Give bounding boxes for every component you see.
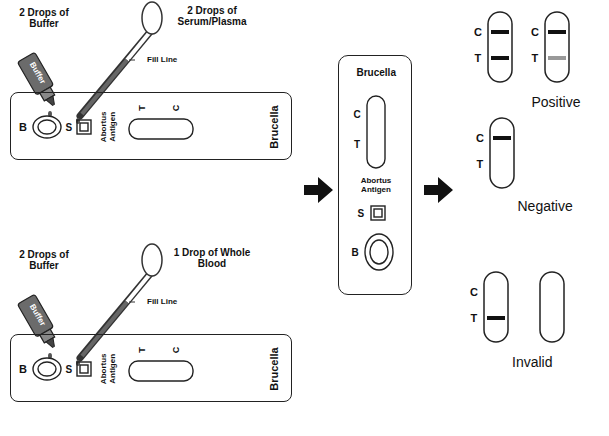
well-label: S	[358, 208, 365, 219]
buffer-bottle	[17, 52, 62, 110]
result-label: Negative	[518, 199, 573, 214]
well-label: B	[352, 247, 359, 258]
instruction-label: 1 Drop of Whole Blood	[166, 247, 258, 269]
result-label: Positive	[532, 95, 581, 110]
line-label: T	[475, 52, 482, 64]
instruction-label: 2 Drops of Serum/Plasma	[166, 5, 258, 27]
flow-arrow	[424, 177, 453, 203]
line-label: C	[354, 109, 361, 120]
result-label: Invalid	[512, 355, 552, 370]
line-label: T	[354, 139, 360, 150]
test-cassette: B S Abortus Antigen T C Brucella	[10, 334, 292, 402]
antigen-label: Abortus Antigen	[100, 103, 118, 151]
buffer-bottle	[17, 294, 62, 352]
line-label: C	[476, 132, 484, 144]
line-label: C	[531, 26, 539, 38]
antigen-label: Abortus Antigen	[100, 345, 118, 393]
cassette-parts	[339, 56, 413, 296]
result-window	[484, 12, 569, 342]
cassette-parts	[11, 93, 293, 161]
cassette-parts	[11, 335, 293, 403]
brand-label: Brucella	[267, 347, 279, 390]
line-label: C	[474, 26, 482, 38]
line-label: C	[172, 105, 182, 112]
well-label: S	[66, 364, 73, 375]
well-label: B	[19, 121, 27, 133]
fill-line-label: Fill Line	[147, 298, 177, 307]
well-label: B	[19, 363, 27, 375]
flow-arrow	[304, 177, 333, 203]
line-label: T	[138, 105, 148, 111]
line-label: C	[470, 286, 478, 298]
instruction-label: 2 Drops of Buffer	[4, 7, 84, 29]
line-label: C	[172, 347, 182, 354]
test-line	[487, 32, 566, 318]
test-cassette: BrucellaC T Abortus AntigenS B	[338, 55, 412, 295]
fill-line-label: Fill Line	[147, 56, 177, 65]
line-label: T	[138, 347, 148, 353]
test-cassette: B S Abortus Antigen T C Brucella	[10, 92, 292, 160]
instruction-label: 2 Drops of Buffer	[4, 249, 84, 271]
brand-label: Brucella	[267, 105, 279, 148]
line-label: T	[471, 312, 478, 324]
antigen-label: Abortus Antigen	[345, 177, 407, 195]
well-label: S	[66, 122, 73, 133]
brand-label: Brucella	[357, 67, 396, 78]
line-label: T	[532, 52, 539, 64]
line-label: T	[477, 158, 484, 170]
